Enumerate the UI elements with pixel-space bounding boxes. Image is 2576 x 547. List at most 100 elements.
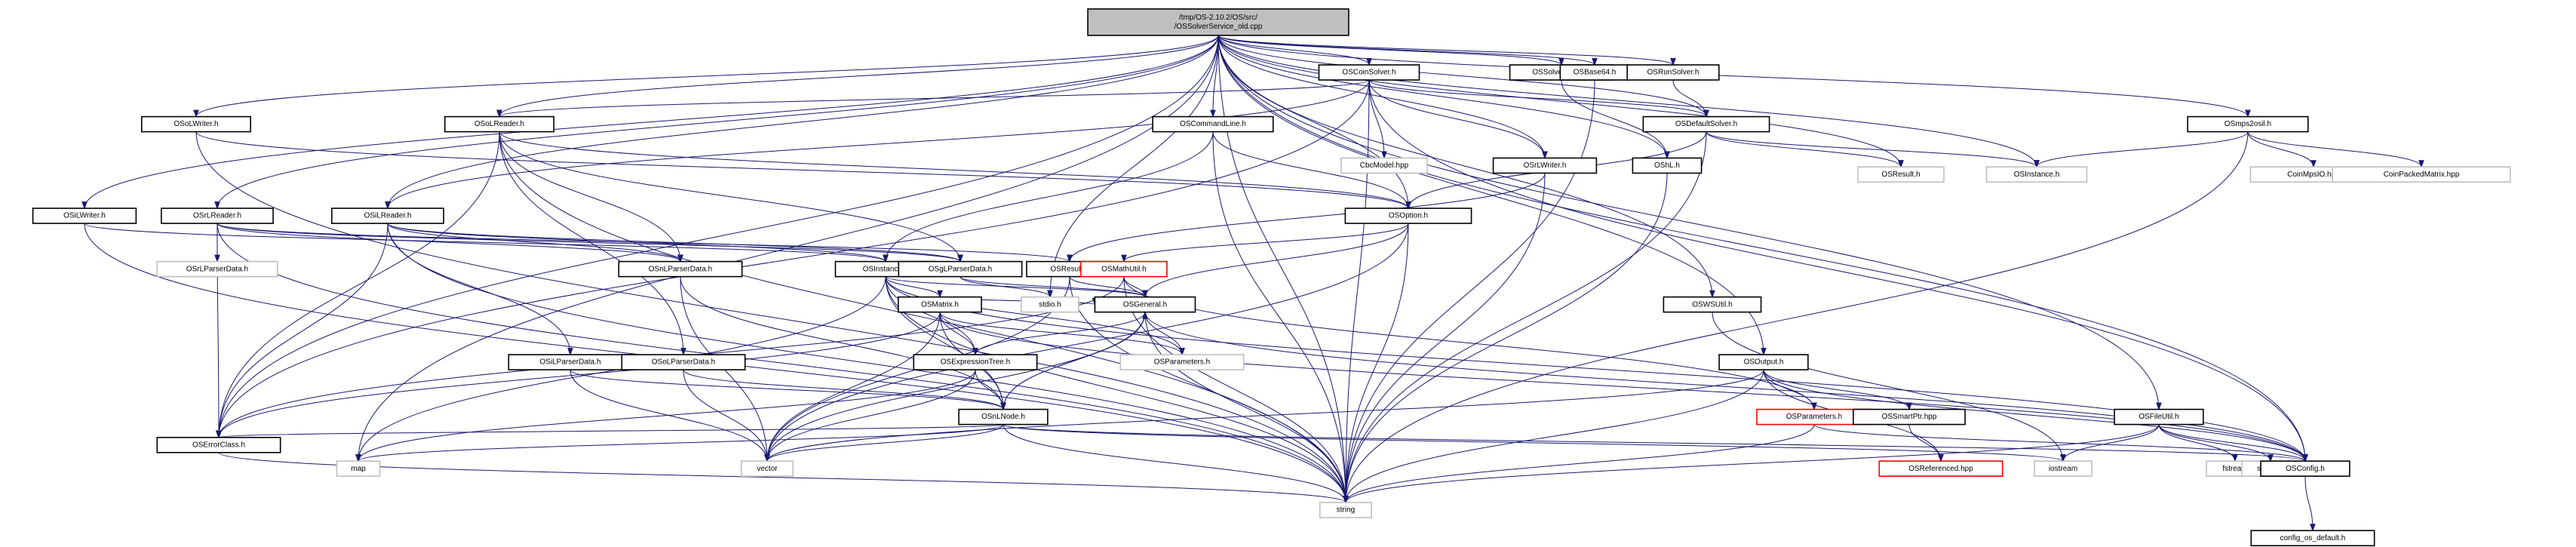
- edge-OSiLReader-to-OSErrorClass: [216, 223, 388, 439]
- edge-line: [1763, 370, 2306, 462]
- edge-line: [1144, 223, 1409, 297]
- edge-line: [1144, 312, 2306, 462]
- arrowhead-icon: [937, 290, 943, 299]
- node-box: [1663, 296, 1762, 313]
- edge-line: [1002, 312, 1146, 410]
- edge-line: [1345, 370, 1764, 503]
- edge-OSoLWriter-to-OSOption: [195, 131, 1411, 210]
- node-osolwriter[interactable]: OSoLWriter.h: [141, 115, 251, 133]
- node-osconfig[interactable]: OSConfig.h: [2260, 460, 2350, 477]
- edge-line: [2062, 424, 2160, 462]
- edge-OSmps2osil-to-string: [1343, 131, 2249, 504]
- edge-line: [939, 312, 2306, 462]
- node-oscommandline[interactable]: OSCommandLine.h: [1152, 115, 1274, 133]
- node-box: [1642, 115, 1770, 133]
- edge-line: [195, 131, 1409, 209]
- edge-OSParameters-to-string: [1343, 424, 1815, 504]
- edges-layer: [81, 35, 2424, 532]
- edge-OSoLReader-to-OSOption: [499, 131, 1411, 210]
- node-osfileutil[interactable]: OSFileUtil.h: [2114, 408, 2204, 426]
- node-osmps2osil[interactable]: OSmps2osil.h: [2187, 115, 2309, 133]
- edge-line: [1217, 35, 2160, 410]
- node-cbcmodel: CbcModel.hpp: [1340, 157, 1428, 174]
- edge-OSFileUtil-to-iostream: [2060, 424, 2160, 462]
- node-label: iostream: [2049, 465, 2077, 473]
- edge-line: [1144, 312, 1183, 355]
- edge-line: [2158, 424, 2236, 462]
- edge-OSDefaultSolver-to-OSInstance_ext: [1706, 131, 2040, 168]
- node-osilreader[interactable]: OSiLReader.h: [331, 207, 444, 224]
- node-box: [2114, 408, 2204, 426]
- node-config-os-default[interactable]: config_os_default.h: [2250, 530, 2375, 547]
- node-osilwriter[interactable]: OSiLWriter.h: [32, 207, 137, 224]
- node-box: [1878, 460, 2003, 477]
- node-osoutput[interactable]: OSOutput.h: [1718, 354, 1809, 370]
- edge-line: [766, 424, 1004, 462]
- node-box: [1718, 354, 1809, 370]
- edge-line: [218, 312, 941, 438]
- edge-line: [1002, 424, 1346, 503]
- node-osilparserdata[interactable]: OSiLParserData.h: [508, 354, 633, 370]
- edge-root-to-OSFileUtil: [1217, 35, 2162, 411]
- edge-line: [885, 276, 941, 297]
- node-osexpressiontree[interactable]: OSExpressionTree.h: [913, 354, 1038, 370]
- arrowhead-icon: [2310, 160, 2317, 168]
- arrowhead-icon: [1381, 151, 1387, 159]
- node-osoption[interactable]: OSOption.h: [1344, 207, 1472, 224]
- node-osparameters[interactable]: OSParameters.h: [1756, 408, 1872, 426]
- node-osdefaultsolver[interactable]: OSDefaultSolver.h: [1642, 115, 1770, 133]
- node-root[interactable]: /tmp/OS-2.10.2/OS/src//OSSolverService_o…: [1087, 8, 1349, 36]
- edge-line: [885, 276, 1346, 503]
- edge-line: [885, 276, 976, 355]
- node-label: OSnLNode.h: [981, 413, 1025, 421]
- node-box: [1492, 157, 1598, 174]
- node-box: [1080, 260, 1168, 278]
- edge-line: [218, 35, 1219, 438]
- arrowhead-icon: [1210, 109, 1216, 118]
- edge-OSInstance-to-OSExpressionTree: [885, 276, 978, 356]
- node-box: [1632, 157, 1702, 174]
- edge-OSInstance-to-OSMatrix: [885, 276, 943, 299]
- edge-OSoLReader-to-string: [499, 131, 1349, 504]
- edge-line: [766, 312, 1146, 462]
- arrowhead-icon: [1703, 109, 1709, 118]
- arrowhead-icon: [1142, 290, 1148, 299]
- node-oserrorclass[interactable]: OSErrorClass.h: [156, 436, 281, 453]
- edge-line: [1002, 424, 2306, 462]
- edge-line: [1049, 35, 1219, 297]
- node-osolreader[interactable]: OSoLReader.h: [444, 115, 554, 133]
- node-osnlnode[interactable]: OSnLNode.h: [958, 408, 1049, 426]
- node-oscoinsolver[interactable]: OSCoinSolver.h: [1318, 64, 1420, 81]
- node-label: OSFileUtil.h: [2138, 413, 2178, 421]
- edge-line: [959, 276, 1051, 297]
- node-label: OSMathUtil.h: [1101, 265, 1146, 273]
- edge-line: [1217, 35, 1764, 355]
- node-osmathutil[interactable]: OSMathUtil.h: [1080, 260, 1168, 278]
- node-osrlreader[interactable]: OSrLReader.h: [161, 207, 274, 224]
- node-osnlparserdata[interactable]: OSnLParserData.h: [618, 260, 743, 278]
- edge-line: [766, 369, 1764, 462]
- node-oswsutil[interactable]: OSWSUtil.h: [1663, 296, 1762, 313]
- node-ossmartptr[interactable]: OSSmartPtr.hpp: [1853, 408, 1966, 426]
- edge-OSrLReader-to-OSgLParserData: [216, 223, 963, 263]
- arrowhead-icon: [1179, 348, 1185, 356]
- arrowhead-icon: [2302, 454, 2308, 462]
- edge-line: [1217, 35, 1346, 503]
- edge-root-to-OSiLWriter: [81, 35, 1219, 210]
- edge-OSmps2osil-to-CoinMpsIO: [2247, 131, 2317, 168]
- node-osgeneral[interactable]: OSGeneral.h: [1094, 296, 1196, 313]
- edge-OSnLNode-to-vector: [764, 424, 1004, 462]
- node-oshl[interactable]: OShL.h: [1632, 157, 1702, 174]
- edge-line: [387, 223, 681, 262]
- node-osrlwriter[interactable]: OSrLWriter.h: [1492, 157, 1598, 174]
- node-osbase64[interactable]: OSBase64.h: [1559, 64, 1630, 81]
- edge-line: [2158, 424, 2306, 462]
- node-osrunsolver[interactable]: OSRunSolver.h: [1626, 64, 1720, 81]
- edge-line: [499, 131, 1346, 503]
- node-osmatrix[interactable]: OSMatrix.h: [898, 296, 982, 313]
- edge-line: [358, 370, 976, 462]
- arrowhead-icon: [81, 201, 88, 210]
- node-osolparserdata[interactable]: OSoLParserData.h: [621, 354, 746, 370]
- node-osglparserdata[interactable]: OSgLParserData.h: [898, 260, 1023, 278]
- node-osreferenced[interactable]: OSReferenced.hpp: [1878, 460, 2003, 477]
